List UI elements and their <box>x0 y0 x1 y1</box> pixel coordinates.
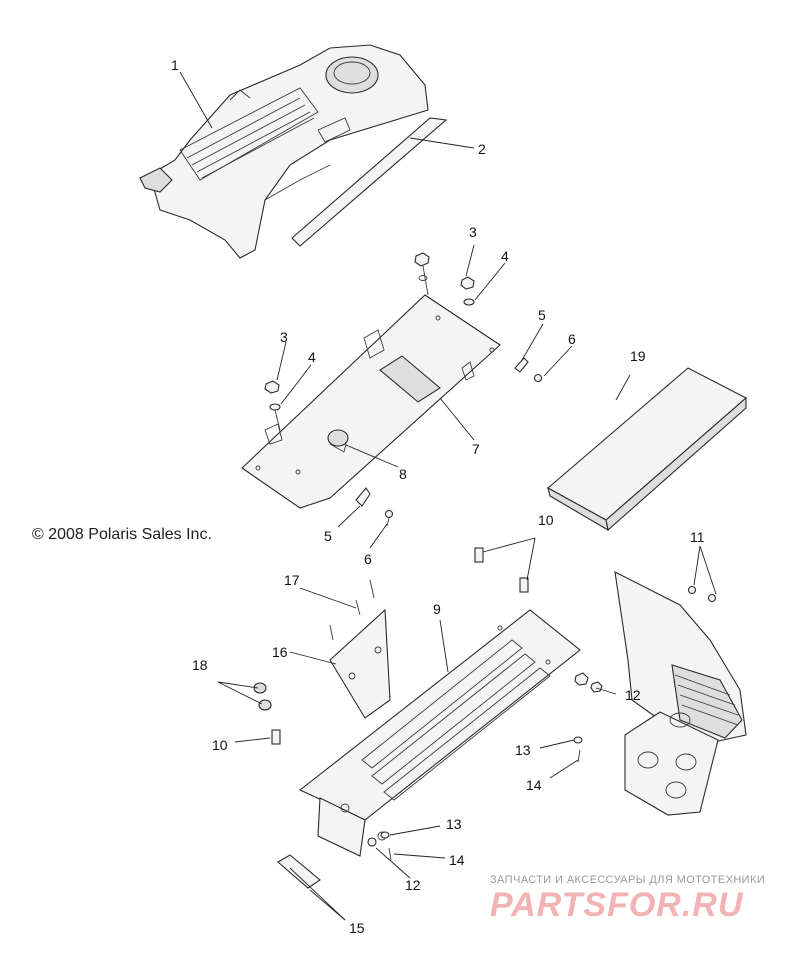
stud-10a <box>474 547 529 593</box>
callout-12a: 12 <box>625 687 641 703</box>
callout-6a: 6 <box>568 331 576 347</box>
callout-4a: 4 <box>501 248 509 264</box>
callout-14b: 14 <box>449 852 465 868</box>
bracket-part <box>329 608 391 719</box>
bumper-18a <box>253 682 267 694</box>
callout-labels: 1 2 3 4 5 6 19 3 4 7 8 5 6 10 11 17 9 16… <box>171 57 705 936</box>
callout-7: 7 <box>472 441 480 457</box>
callout-14a: 14 <box>526 777 542 793</box>
bumper-18b <box>258 699 272 711</box>
hardware-nut-3c <box>264 380 281 431</box>
callout-15: 15 <box>349 920 365 936</box>
callout-5b: 5 <box>324 528 332 544</box>
callout-3a: 3 <box>469 224 477 240</box>
callout-16: 16 <box>272 644 288 660</box>
small-plate-part <box>277 854 321 889</box>
callout-5a: 5 <box>538 307 546 323</box>
copyright-notice: © 2008 Polaris Sales Inc. <box>32 526 212 543</box>
callout-3b: 3 <box>280 329 288 345</box>
callout-10a: 10 <box>538 512 554 528</box>
trim-strip-part <box>291 117 448 247</box>
callout-11: 11 <box>690 529 705 545</box>
hardware-screw-11 <box>687 585 717 603</box>
watermark-brand: PARTSFOR.RU <box>490 886 744 924</box>
clamp-part <box>327 429 349 453</box>
watermark-tagline: ЗАПЧАСТИ И АКСЕССУАРЫ ДЛЯ МОТОТЕХНИКИ <box>490 874 766 886</box>
callout-6b: 6 <box>364 551 372 567</box>
hardware-nut-3a <box>414 252 430 296</box>
callout-8: 8 <box>399 466 407 482</box>
callout-10b: 10 <box>212 737 228 753</box>
callout-4b: 4 <box>308 349 316 365</box>
tray-plate-part <box>241 294 501 509</box>
callout-2: 2 <box>478 141 486 157</box>
callout-19: 19 <box>630 348 646 364</box>
hardware-clip-5a <box>514 357 529 373</box>
callout-1: 1 <box>171 57 179 73</box>
hardware-screw-6b <box>384 509 394 527</box>
hardware-screw-14a <box>577 749 581 763</box>
callout-12b: 12 <box>405 877 421 893</box>
callout-17: 17 <box>284 572 300 588</box>
hardware-nut-12a <box>574 672 603 693</box>
shroud-part <box>614 571 747 816</box>
hardware-screw-6a <box>533 373 543 383</box>
stud-10b <box>271 729 281 745</box>
hood-console-part <box>139 44 429 259</box>
hardware-clip-5b <box>355 487 371 507</box>
hardware-washer-13a <box>573 736 583 744</box>
leader-lines <box>179 71 717 921</box>
floor-pan-part <box>298 609 581 857</box>
hardware-screw-14b <box>388 847 392 861</box>
callout-9: 9 <box>433 601 441 617</box>
callout-13b: 13 <box>446 816 462 832</box>
screw-17 <box>329 579 375 641</box>
foam-block-part <box>547 367 747 532</box>
hardware-nut-3b <box>460 276 475 306</box>
hardware-screw-12b <box>367 837 377 847</box>
callout-18: 18 <box>192 657 208 673</box>
hardware-washer-13b <box>380 831 390 839</box>
callout-13a: 13 <box>515 742 531 758</box>
